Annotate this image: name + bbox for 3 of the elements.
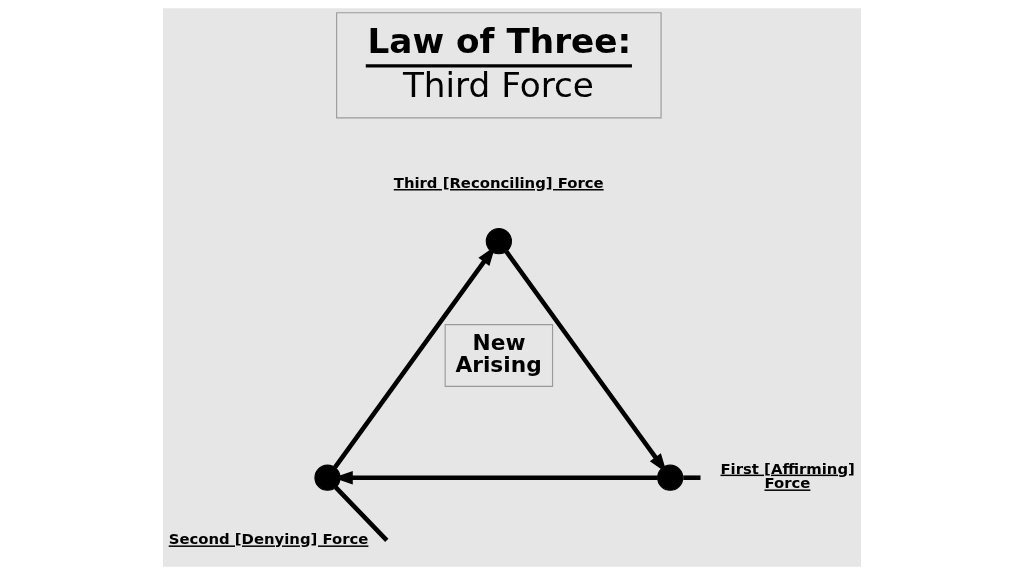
- node-label: Second [Denying] Force: [168, 530, 369, 549]
- node-label: Third [Reconciling] Force: [393, 174, 604, 192]
- node-label: First [Affirming] Force: [720, 459, 855, 493]
